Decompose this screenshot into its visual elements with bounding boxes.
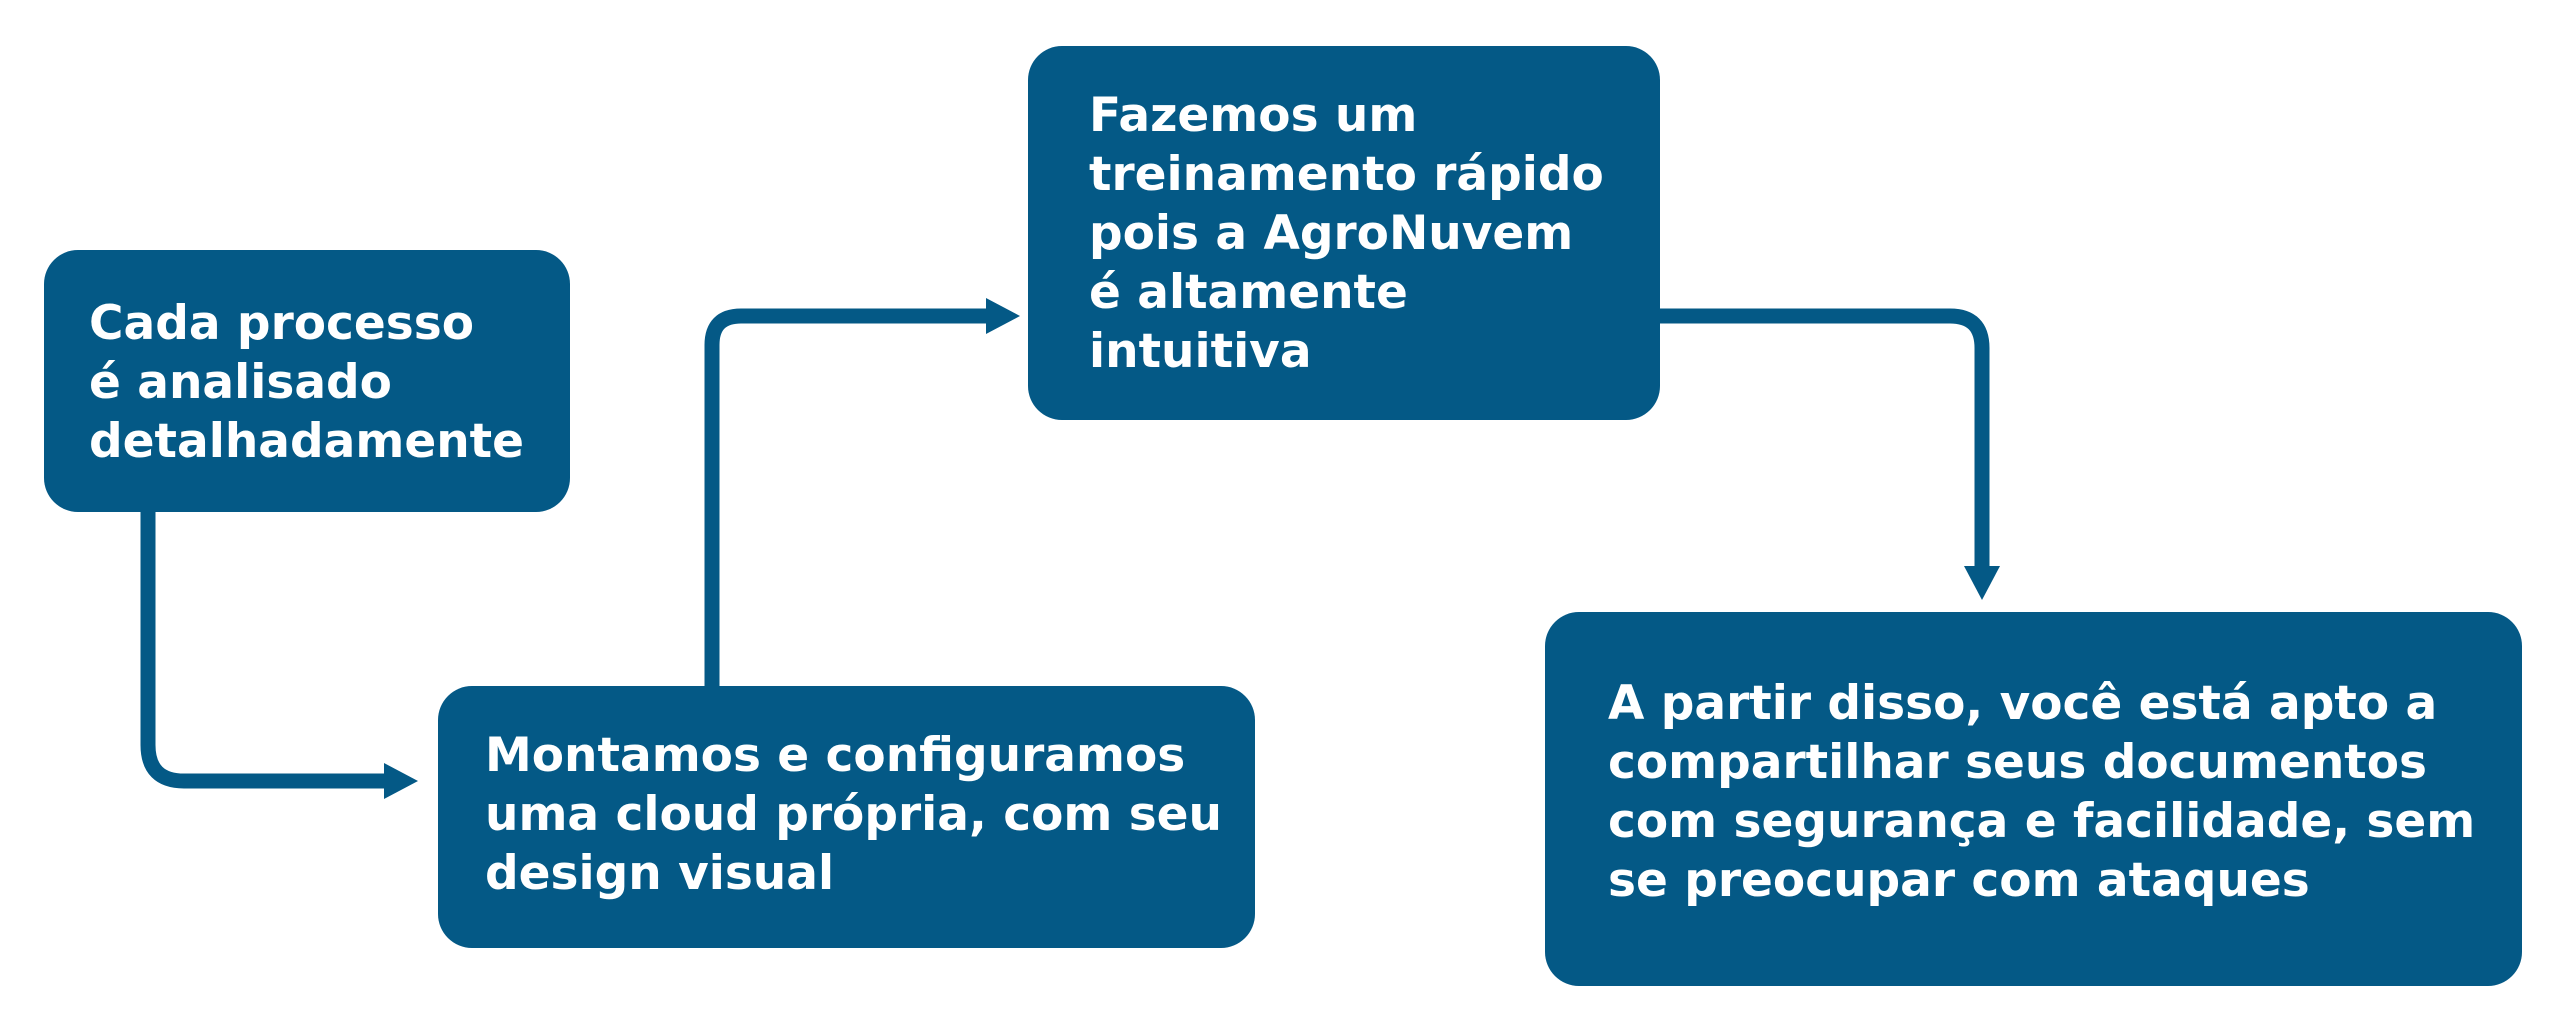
- flow-step-2-text: Montamos e configuramos uma cloud própri…: [485, 728, 1223, 901]
- connector-step1-to-step2: [140, 512, 390, 789]
- arrowhead-right-icon: [986, 298, 1020, 334]
- arrowhead-down-icon: [1964, 566, 2000, 600]
- flow-step-1: Cada processo é analisado detalhadamente: [44, 250, 570, 512]
- flow-step-3-text: Fazemos um treinamento rápido pois a Agr…: [1089, 88, 1604, 379]
- connector-step2-to-step3: [704, 308, 992, 686]
- arrowhead-right-icon: [384, 763, 418, 799]
- flow-step-4-text: A partir disso, você está apto a compart…: [1608, 676, 2476, 908]
- flow-step-3: Fazemos um treinamento rápido pois a Agr…: [1028, 46, 1660, 420]
- connector-step3-to-step4: [1660, 308, 1990, 568]
- flow-step-2: Montamos e configuramos uma cloud própri…: [438, 686, 1255, 948]
- flow-step-4: A partir disso, você está apto a compart…: [1545, 612, 2522, 986]
- flow-step-1-text: Cada processo é analisado detalhadamente: [89, 296, 525, 469]
